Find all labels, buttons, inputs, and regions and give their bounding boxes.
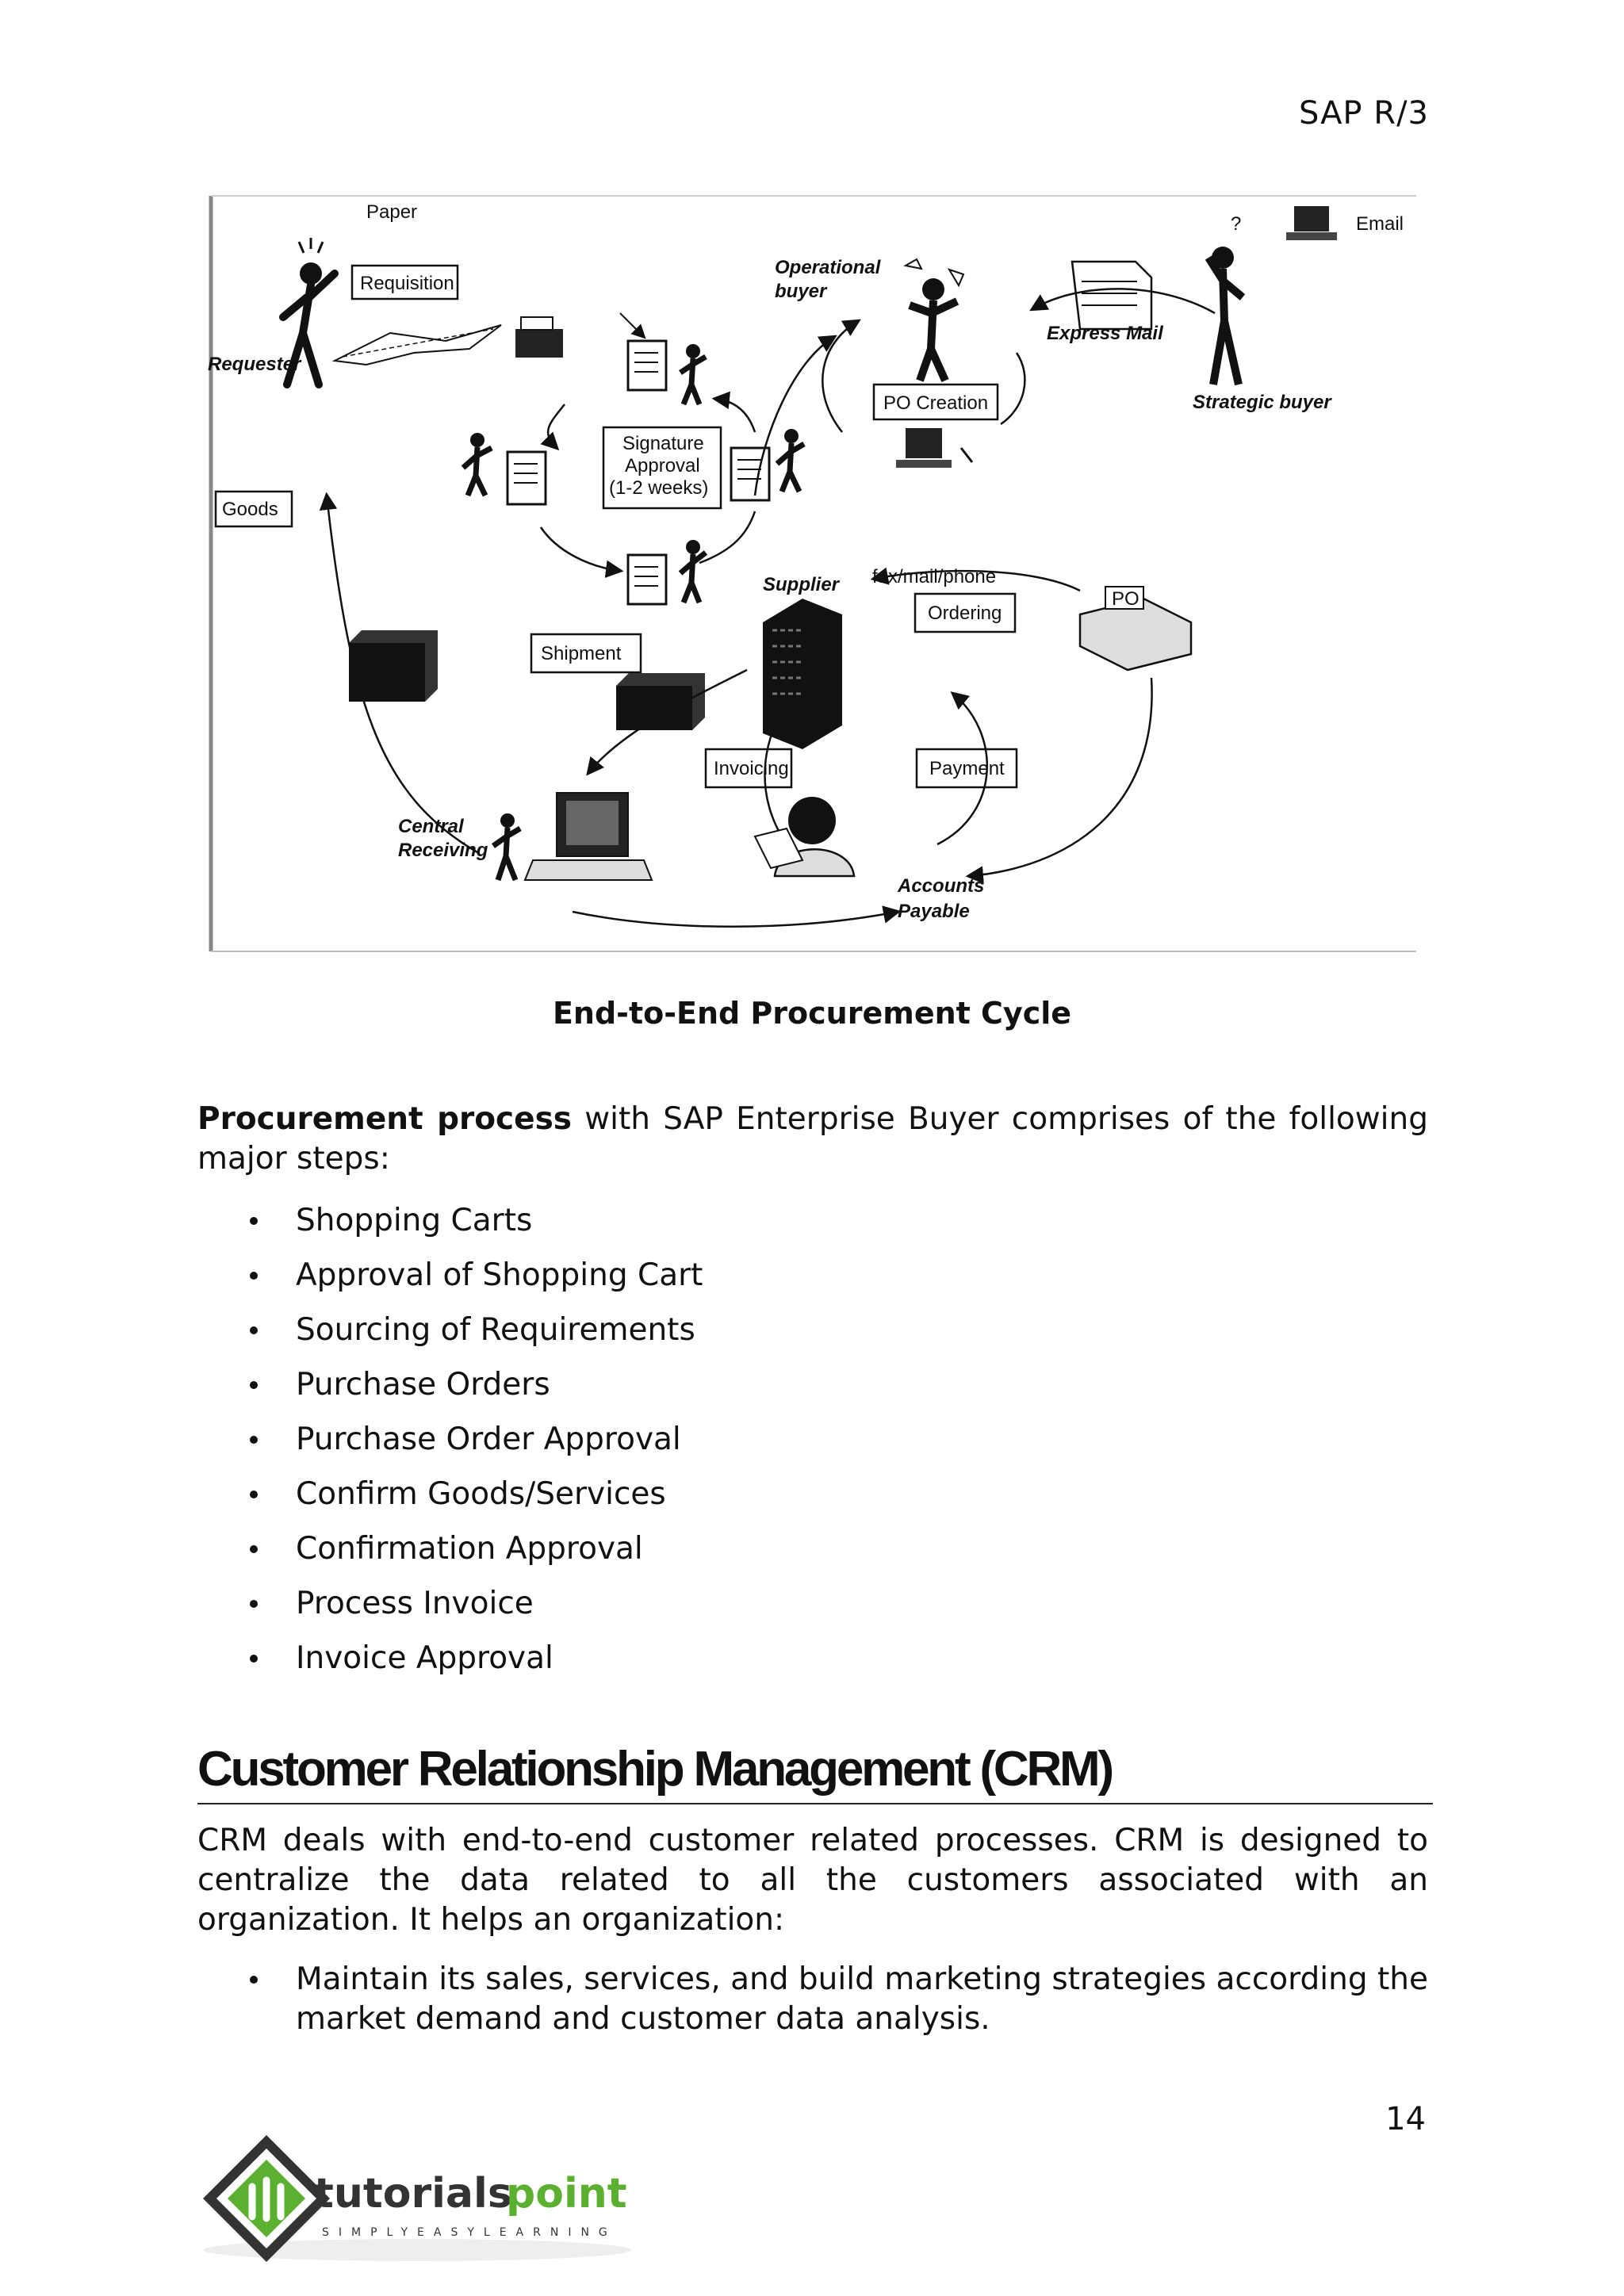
goods-box-left bbox=[349, 630, 438, 702]
express-mail-envelope bbox=[1071, 260, 1153, 331]
figure-caption: End-to-End Procurement Cycle bbox=[552, 996, 1072, 1031]
list-item: Purchase Orders bbox=[197, 1365, 703, 1420]
fax-machine-icon: PO bbox=[1078, 586, 1193, 672]
label-signature: Signature bbox=[622, 433, 704, 454]
email-computer-icon bbox=[1286, 206, 1337, 240]
crm-bullet-text: Maintain its sales, services, and build … bbox=[296, 1961, 1428, 2037]
tutorialspoint-logo: tutorials point SIMPLYEASYLEARNING bbox=[195, 2131, 639, 2266]
crm-paragraph: CRM deals with end-to-end customer relat… bbox=[197, 1823, 1428, 1938]
label-po-creation: PO Creation bbox=[883, 392, 988, 414]
label-ordering: Ordering bbox=[928, 603, 1002, 624]
supplier-building bbox=[763, 599, 842, 749]
label-accounts: Accounts bbox=[897, 875, 984, 897]
list-item: Confirm Goods/Services bbox=[197, 1475, 703, 1529]
accounts-payable-figure bbox=[753, 797, 856, 878]
label-payment: Payment bbox=[929, 758, 1005, 779]
label-operational: Operational bbox=[775, 257, 882, 278]
svg-text:?: ? bbox=[1231, 213, 1241, 235]
crm-section-title: Customer Relationship Management (CRM) bbox=[197, 1741, 1433, 1804]
label-operational-buyer: buyer bbox=[775, 281, 828, 302]
list-item: Sourcing of Requirements bbox=[197, 1311, 703, 1365]
label-paper: Paper bbox=[366, 201, 417, 223]
label-payable: Payable bbox=[898, 901, 970, 922]
label-invoicing: Invoicing bbox=[714, 758, 789, 779]
list-item: Invoice Approval bbox=[197, 1639, 703, 1693]
computer-icon-po bbox=[896, 428, 974, 468]
list-item: Confirmation Approval bbox=[197, 1529, 703, 1584]
label-fax-mail-phone: fax/mail/phone bbox=[872, 566, 996, 587]
intro-paragraph: Procurement process with SAP Enterprise … bbox=[197, 1100, 1428, 1179]
intro-bold: Procurement process bbox=[197, 1101, 573, 1137]
printer-icon bbox=[515, 316, 563, 358]
label-strategic-buyer: Strategic buyer bbox=[1193, 392, 1332, 413]
label-approval: Approval bbox=[625, 455, 700, 476]
list-item: Purchase Order Approval bbox=[197, 1420, 703, 1475]
strategic-buyer-figure: ? bbox=[1205, 213, 1246, 386]
requester-figure bbox=[279, 238, 339, 388]
logo-tagline: SIMPLYEASYLEARNING bbox=[322, 2226, 617, 2239]
label-receiving: Receiving bbox=[398, 840, 488, 861]
bullet-dot bbox=[250, 1976, 258, 1984]
label-goods: Goods bbox=[222, 499, 278, 520]
list-item: Process Invoice bbox=[197, 1584, 703, 1639]
central-receiving-figure bbox=[491, 813, 522, 882]
receiving-computer-icon bbox=[523, 792, 653, 881]
label-email: Email bbox=[1356, 213, 1404, 235]
list-item: Shopping Carts bbox=[197, 1201, 703, 1256]
page-number: 14 bbox=[1385, 2101, 1426, 2137]
intro-text: with SAP Enterprise Buyer comprises of t… bbox=[197, 1101, 1428, 1177]
logo-text-point: point bbox=[506, 2170, 627, 2218]
procurement-steps-list: Shopping Carts Approval of Shopping Cart… bbox=[197, 1201, 703, 1693]
label-express-mail: Express Mail bbox=[1047, 323, 1164, 344]
operational-buyer-figure bbox=[903, 258, 965, 383]
label-weeks: (1-2 weeks) bbox=[609, 477, 708, 499]
procurement-cycle-diagram: Paper Requisition Requester Signature Ap… bbox=[208, 194, 1418, 954]
label-shipment: Shipment bbox=[541, 643, 622, 664]
label-requester: Requester bbox=[208, 354, 302, 375]
crm-bullet-item: Maintain its sales, services, and build … bbox=[197, 1960, 1428, 2039]
goods-box-middle bbox=[616, 673, 705, 730]
label-po: PO bbox=[1112, 588, 1139, 610]
label-supplier: Supplier bbox=[763, 574, 841, 595]
label-central: Central bbox=[398, 816, 465, 837]
logo-text-tutorials: tutorials bbox=[314, 2170, 512, 2218]
label-requisition: Requisition bbox=[360, 273, 454, 294]
list-item: Approval of Shopping Cart bbox=[197, 1256, 703, 1311]
running-header: SAP R/3 bbox=[1298, 95, 1429, 132]
